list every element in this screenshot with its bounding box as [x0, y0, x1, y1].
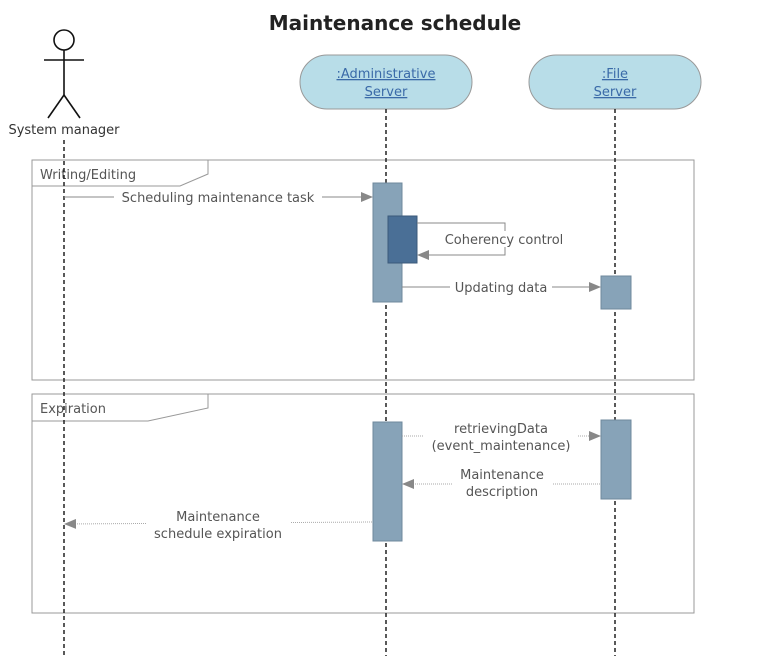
message-label-background [440, 231, 568, 247]
activation-file-server-2 [600, 419, 632, 500]
lifeline-administrative-server: :Administrative Server [299, 54, 473, 110]
actor-head [53, 29, 75, 51]
frame-tab [32, 159, 209, 187]
message-label: Scheduling maintenance task [122, 191, 315, 206]
message-label-background [424, 419, 578, 455]
lifeline-header-file-server [528, 54, 702, 110]
message-label-line2: (event_maintenance) [432, 439, 571, 454]
message-label-background [450, 279, 552, 295]
message-label-line1: retrievingData [454, 422, 548, 437]
activation-administrative-server-2 [372, 421, 403, 542]
message-label-background [146, 507, 291, 543]
message-label-background [452, 465, 552, 501]
lifeline-label-administrative-server-line1: :Administrative [336, 67, 435, 82]
message-label-line1: Maintenance [176, 510, 260, 525]
message-label-line1: Maintenance [460, 468, 544, 483]
actor-system-manager: System manager [8, 29, 120, 138]
frame-label: Expiration [40, 402, 106, 417]
message-label-background [114, 189, 322, 205]
message-coherency-control: Coherency control [417, 222, 568, 260]
diagram-title: Maintenance schedule [269, 11, 522, 35]
actor-left-leg [47, 94, 65, 119]
frame-border [31, 393, 695, 614]
lifeline-label-file-server-line1: :File [602, 67, 628, 82]
message-maintenance-schedule-expiration: Maintenance schedule expiration [64, 507, 373, 543]
activation-file-server-1 [600, 275, 632, 310]
frame-tab [32, 393, 209, 422]
message-scheduling-maintenance-task: Scheduling maintenance task [64, 189, 373, 206]
message-label-line2: description [466, 485, 538, 500]
actor-label: System manager [8, 123, 120, 138]
activation-nested-coherency [387, 215, 418, 264]
message-maintenance-description: Maintenance description [402, 465, 600, 501]
message-label: Coherency control [445, 233, 564, 248]
lifeline-label-file-server-line2: Server [594, 85, 637, 100]
lifeline-file-server: :File Server [528, 54, 702, 110]
lifeline-label-administrative-server-line2: Server [365, 85, 408, 100]
message-updating-data: Updating data [402, 279, 601, 296]
frame-label: Writing/Editing [40, 168, 136, 183]
message-retrieving-data: retrievingData (event_maintenance) [402, 419, 601, 455]
message-label: Updating data [455, 281, 548, 296]
actor-right-leg [63, 94, 81, 119]
frame-border [31, 159, 695, 381]
message-label-line2: schedule expiration [154, 527, 282, 542]
lifeline-header-administrative-server [299, 54, 473, 110]
frame-expiration: Expiration [31, 393, 695, 614]
